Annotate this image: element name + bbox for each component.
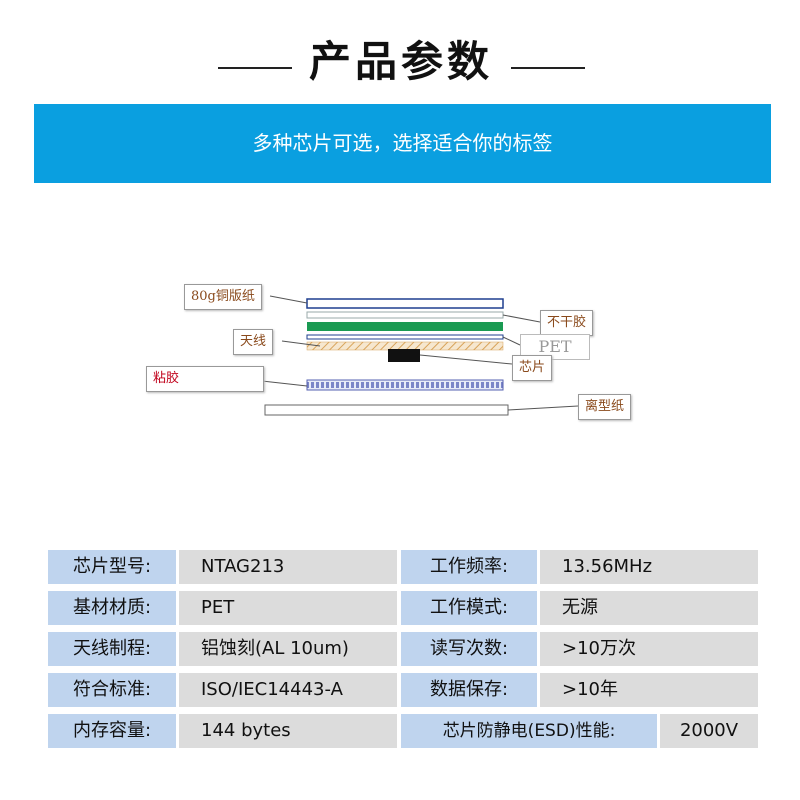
spec-key: 天线制程: (48, 632, 176, 666)
table-row: 内存容量: 144 bytes 芯片防静电(ESD)性能: 2000V (48, 714, 758, 748)
spec-value: NTAG213 (179, 550, 397, 584)
page-title: 产品参数 (308, 37, 493, 86)
title-divider-left (218, 67, 292, 69)
title-divider-right (511, 67, 585, 69)
label-glue: 粘胶 (146, 366, 264, 392)
spec-key: 芯片型号: (48, 550, 176, 584)
table-row: 天线制程: 铝蚀刻(AL 10um) 读写次数: >10万次 (48, 632, 758, 666)
label-antenna: 天线 (233, 329, 274, 355)
spec-key: 符合标准: (48, 673, 176, 707)
green-layer (307, 322, 503, 331)
label-chip: 芯片 (512, 355, 553, 381)
label-dry-adhesive: 不干胶 (540, 310, 594, 336)
table-row: 符合标准: ISO/IEC14443-A 数据保存: >10年 (48, 673, 758, 707)
table-row: 芯片型号: NTAG213 工作频率: 13.56MHz (48, 550, 758, 584)
spec-value: ISO/IEC14443-A (179, 673, 397, 707)
spec-value: 2000V (660, 714, 758, 748)
table-row: 基材材质: PET 工作模式: 无源 (48, 591, 758, 625)
spec-key: 工作频率: (401, 550, 537, 584)
spec-key: 基材材质: (48, 591, 176, 625)
spec-value: 无源 (540, 591, 758, 625)
spec-value: >10年 (540, 673, 758, 707)
release-paper-layer (264, 404, 509, 416)
chip-block (388, 349, 420, 362)
spec-value: 144 bytes (179, 714, 397, 748)
info-banner: 多种芯片可选，选择适合你的标签 (34, 104, 771, 183)
spec-value: 13.56MHz (540, 550, 758, 584)
label-paper: 80g铜版纸 (184, 284, 262, 310)
spec-key: 读写次数: (401, 632, 537, 666)
glue-layer (306, 379, 504, 391)
spec-value: PET (179, 591, 397, 625)
title-section: 产品参数 (0, 30, 800, 94)
label-release-paper: 离型纸 (578, 394, 632, 420)
spec-value: 铝蚀刻(AL 10um) (179, 632, 397, 666)
antenna-layer (306, 341, 504, 351)
spec-key: 数据保存: (401, 673, 537, 707)
spec-key: 工作模式: (401, 591, 537, 625)
dry-adhesive-layer (306, 311, 504, 319)
pet-layer (306, 334, 504, 340)
spec-value: >10万次 (540, 632, 758, 666)
spec-key: 芯片防静电(ESD)性能: (401, 714, 657, 748)
paper-layer (306, 298, 504, 309)
spec-key: 内存容量: (48, 714, 176, 748)
